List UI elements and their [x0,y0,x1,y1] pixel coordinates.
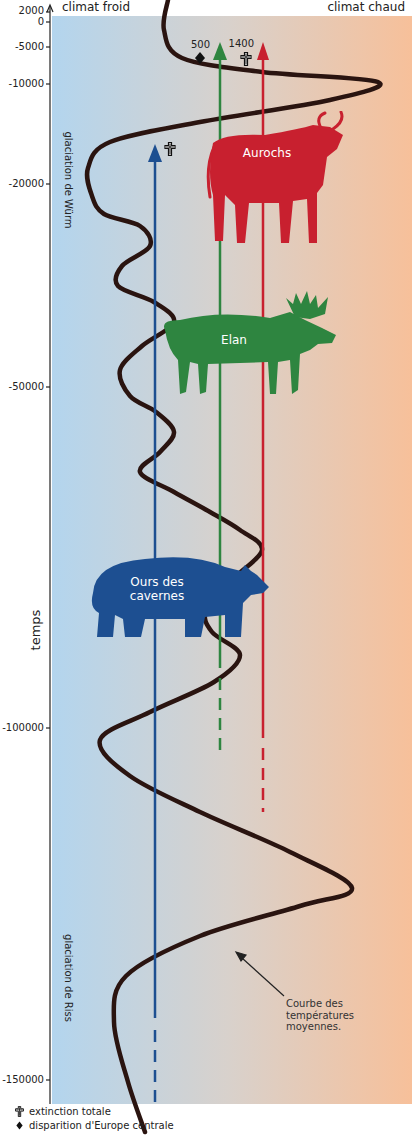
cold-climate-label: climat froid [62,1,130,15]
time-axis [46,5,53,1104]
silhouette-body [210,125,343,243]
axis-tick-label: -50000 [9,381,44,393]
extinction-cross [241,53,251,66]
axis-tick-label: -20000 [9,178,44,190]
climate-band [52,16,412,1104]
silhouette-shape [205,111,345,245]
axis-tick-label: 2000 [19,5,44,17]
curve-leader [236,952,284,996]
temperature-curve [87,0,380,1132]
aurochs-silhouette: Aurochs [205,111,345,245]
glaciation-label: glaciation de Riss [62,934,74,1022]
axis-tick-label: -5000 [15,41,44,53]
silhouette-body [92,557,269,637]
axis-tick-label: -100000 [2,722,44,734]
legend-row: extinction totale [14,1106,111,1117]
silhouette-detail [333,112,342,129]
glaciation-label: glaciation de Würm [62,131,74,228]
silhouette-body [164,312,336,394]
axis-tick-label: -150000 [2,1074,44,1086]
diamond-sample [14,1120,25,1131]
axis-tick-label: -10000 [9,78,44,90]
cave-bear-arrow [148,144,162,1104]
legend-text: disparition d'Europe centrale [29,1120,174,1131]
axis-tick-label: 0 [38,16,44,28]
curve-caption: Courbe des températures moyennes. [286,998,372,1033]
animal-name: Aurochs [243,146,291,160]
cave-bear-silhouette: Ours des cavernes [85,553,271,641]
silhouette-detail [208,147,214,197]
elk-silhouette: Elan [160,290,340,396]
cross-sample [14,1106,25,1117]
warm-climate-label: climat chaud [327,1,405,15]
axis-title: temps [29,610,44,651]
legend-row: disparition d'Europe centrale [14,1120,174,1131]
date-label: 500 [191,39,210,51]
animal-name: Ours des cavernes [116,575,198,604]
extinction-cross [165,143,175,156]
silhouette-shape [160,290,340,396]
legend-text: extinction totale [29,1106,111,1117]
disappearance-diamond [195,52,205,64]
date-label: 1400 [229,38,254,50]
animal-name: Elan [221,333,247,347]
silhouette-body [286,291,328,319]
silhouette-detail [319,113,325,128]
